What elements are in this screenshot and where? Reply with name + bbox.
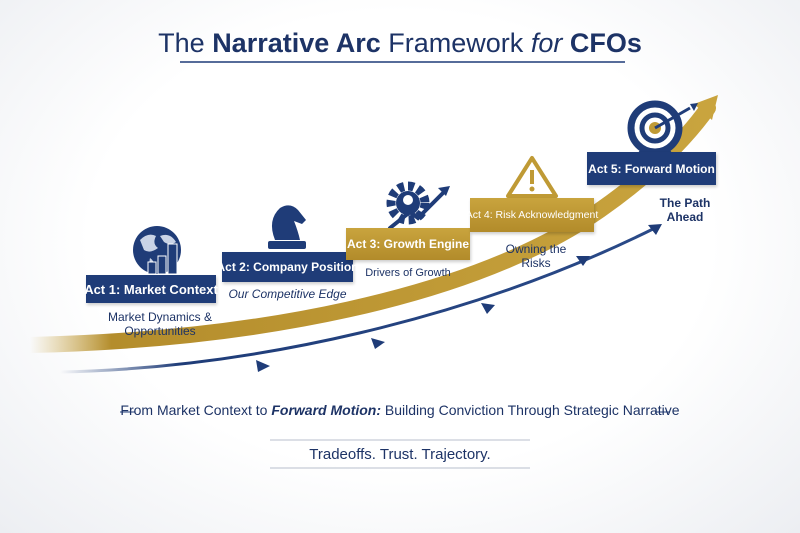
motto: Tradeoffs. Trust. Trajectory. [309, 446, 491, 463]
act-1-label: Act 1: Market Context [84, 275, 218, 303]
target-icon [627, 100, 698, 156]
navy-progress-line [59, 226, 656, 374]
act-2-subtitle: Our Competitive Edge [228, 287, 347, 301]
act-4-label: Act 4: Risk Acknowledgment [466, 198, 598, 232]
gold-arrowhead [694, 95, 718, 120]
act-3-subtitle: Drivers of Growth [365, 267, 451, 279]
act-2-label: Act 2: Company Position [217, 252, 359, 282]
page-title: The Narrative Arc Framework for CFOs [158, 28, 642, 58]
act-4-subtitle: Owning the Risks [505, 242, 567, 270]
warning-icon [506, 156, 558, 198]
chess-knight-icon [268, 205, 306, 249]
globe-chart-icon [133, 226, 181, 275]
act-1-subtitle: Market Dynamics & Opportunities [107, 310, 213, 338]
act-3-label: Act 3: Growth Engine [346, 228, 470, 260]
gear-growth-icon [386, 181, 450, 230]
tagline: From Market Context to Forward Motion: B… [120, 402, 680, 418]
act-5-subtitle: The Path Ahead [659, 196, 711, 224]
act-5-label: Act 5: Forward Motion [587, 152, 716, 185]
